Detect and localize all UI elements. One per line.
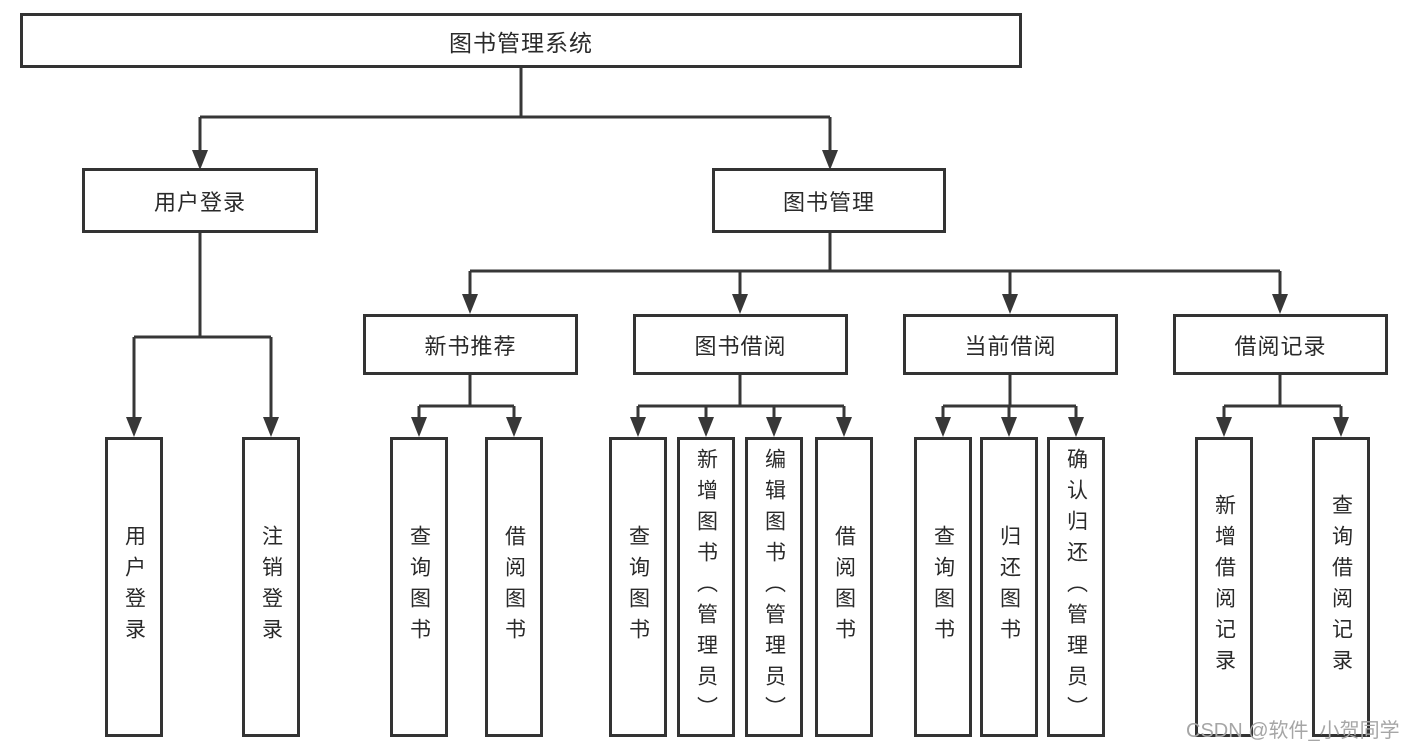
- node-user-login-label: 用户登录: [153, 189, 246, 215]
- leaf-user-login: 用户登录: [105, 437, 163, 737]
- leaf-edit-book-admin-label: 编辑图书（管理员）: [762, 447, 786, 727]
- node-current-borrow-label: 当前借阅: [964, 333, 1057, 359]
- leaf-confirm-return-admin: 确认归还（管理员）: [1047, 437, 1105, 737]
- leaf-query-book-recommend: 查询图书: [390, 437, 448, 737]
- node-book-management-label: 图书管理: [782, 189, 875, 215]
- node-borrow-records-label: 借阅记录: [1234, 333, 1327, 359]
- csdn-watermark: CSDN @软件_小贺同学: [1186, 720, 1400, 742]
- leaf-edit-book-admin: 编辑图书（管理员）: [745, 437, 803, 737]
- leaf-query-book-borrow-label: 查询图书: [626, 525, 650, 649]
- leaf-add-book-admin: 新增图书（管理员）: [677, 437, 735, 737]
- leaf-borrow-book-label: 借阅图书: [832, 525, 856, 649]
- leaf-query-book-borrow: 查询图书: [609, 437, 667, 737]
- node-book-borrow: 图书借阅: [633, 314, 848, 375]
- leaf-query-book-recommend-label: 查询图书: [407, 525, 431, 649]
- leaf-query-borrow-record-label: 查询借阅记录: [1329, 494, 1353, 680]
- leaf-add-borrow-record-label: 新增借阅记录: [1212, 494, 1236, 680]
- node-root-library-system: 图书管理系统: [20, 13, 1022, 68]
- node-current-borrow: 当前借阅: [903, 314, 1118, 375]
- leaf-return-book-label: 归还图书: [997, 525, 1021, 649]
- node-new-book-recommend-label: 新书推荐: [424, 333, 517, 359]
- node-book-management: 图书管理: [712, 168, 946, 233]
- node-user-login: 用户登录: [82, 168, 318, 233]
- leaf-user-login-label: 用户登录: [122, 525, 146, 649]
- leaf-logout: 注销登录: [242, 437, 300, 737]
- leaf-borrow-book-recommend: 借阅图书: [485, 437, 543, 737]
- leaf-return-book: 归还图书: [980, 437, 1038, 737]
- leaf-add-book-admin-label: 新增图书（管理员）: [694, 447, 718, 727]
- leaf-query-book-current: 查询图书: [914, 437, 972, 737]
- node-root-label: 图书管理系统: [449, 29, 593, 56]
- node-book-borrow-label: 图书借阅: [694, 333, 787, 359]
- leaf-query-borrow-record: 查询借阅记录: [1312, 437, 1370, 737]
- leaf-borrow-book: 借阅图书: [815, 437, 873, 737]
- leaf-logout-label: 注销登录: [259, 525, 283, 649]
- leaf-query-book-current-label: 查询图书: [931, 525, 955, 649]
- leaf-borrow-book-recommend-label: 借阅图书: [502, 525, 526, 649]
- leaf-confirm-return-admin-label: 确认归还（管理员）: [1064, 447, 1088, 727]
- node-borrow-records: 借阅记录: [1173, 314, 1388, 375]
- leaf-add-borrow-record: 新增借阅记录: [1195, 437, 1253, 737]
- node-new-book-recommend: 新书推荐: [363, 314, 578, 375]
